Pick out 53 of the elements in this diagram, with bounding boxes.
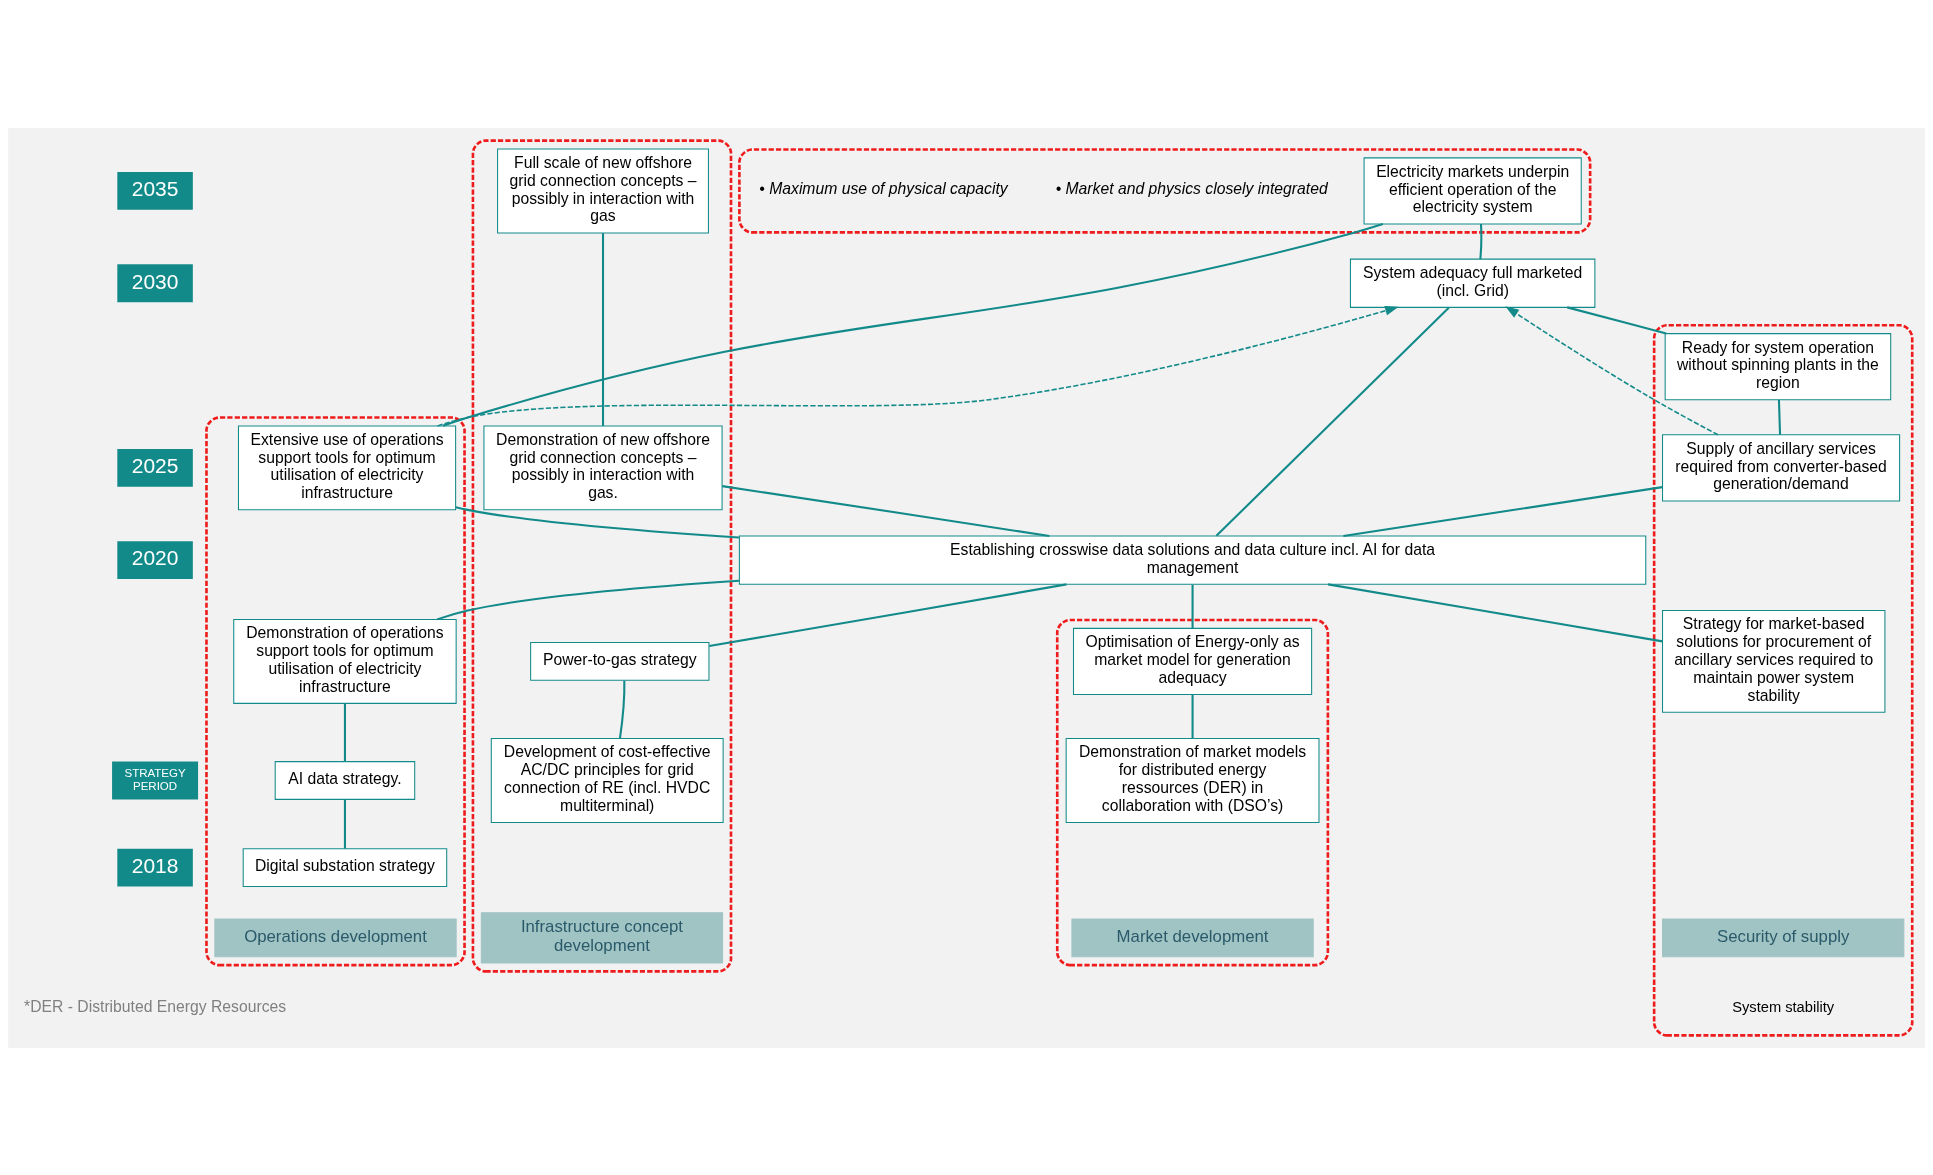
cluster xyxy=(1055,618,1330,966)
connector xyxy=(1343,485,1663,537)
connector xyxy=(709,582,1067,647)
node-box: Infrastructure concept development xyxy=(480,911,724,964)
connector xyxy=(1327,582,1663,642)
cluster xyxy=(1652,323,1914,1037)
label: 2025 xyxy=(131,453,179,477)
node-label: • Maximum use of physical capacity xyxy=(759,179,1008,197)
node-label: • Market and physics closely integrated xyxy=(1055,179,1328,197)
connector xyxy=(1777,399,1782,435)
node-box: Optimisation of Energy-only as market model for generation adequacy xyxy=(1072,627,1313,695)
connector xyxy=(1479,223,1483,259)
connector xyxy=(1566,305,1667,335)
node-box: Supply of ancillary services required from converter-based generation/demand xyxy=(1662,433,1901,501)
label: 2030 xyxy=(131,269,179,292)
node-box: Power-to-gas strategy xyxy=(530,641,710,681)
connector xyxy=(1191,584,1194,628)
arrow xyxy=(1505,305,1719,435)
connector xyxy=(1215,306,1450,537)
connector xyxy=(1191,694,1194,738)
node-box: Operations development xyxy=(214,917,457,957)
connector xyxy=(436,579,740,620)
node-box: Demonstration of new offshore grid connection concepts – possibly in interaction with gas. xyxy=(483,424,723,510)
node-box: Full scale of new offshore grid connection concepts – possibly in interaction with gas xyxy=(497,147,709,233)
label: 2018 xyxy=(131,853,179,877)
connector xyxy=(601,232,605,426)
label: 2035 xyxy=(131,176,179,200)
node-label: System stability xyxy=(1732,998,1835,1015)
node-box: Electricity markets underpin efficient operation of the electricity system xyxy=(1363,156,1582,224)
cluster xyxy=(205,415,466,966)
node-box: System adequacy full marketed (incl. Grid) xyxy=(1349,258,1596,308)
node-box: AI data strategy. xyxy=(274,760,416,800)
node-box: Ready for system operation without spinning plants in the region xyxy=(1664,332,1892,400)
connector xyxy=(343,799,346,849)
cluster xyxy=(738,147,1592,234)
label: STRATEGY PERIOD xyxy=(124,766,186,792)
connector xyxy=(442,222,1384,427)
node-box: Market development xyxy=(1071,917,1314,957)
node-box: Demonstration of market models for distributed energy ressources (DER) in collaboration with (DSO’s) xyxy=(1065,737,1320,823)
connector xyxy=(343,703,346,761)
node-box: Development of cost-effective AC/DC principles for grid connection of RE (incl. HVDC multiterminal) xyxy=(490,737,724,823)
arrow xyxy=(436,305,1399,427)
connector xyxy=(722,484,1050,537)
node-box: Demonstration of operations support tools for optimum utilisation of electricity infrastructure xyxy=(233,618,457,704)
node-box: Security of supply xyxy=(1662,917,1905,957)
connector xyxy=(618,680,626,738)
node-box: Strategy for market-based solutions for procurement of ancillary services required to maintain power system stability xyxy=(1662,609,1886,713)
node-box: Extensive use of operations support tools for optimum utilisation of electricity infrastructure xyxy=(237,424,457,510)
label: *DER - Distributed Energy Resources xyxy=(24,997,287,1015)
node-box: Establishing crosswise data solutions and data culture incl. AI for data management xyxy=(738,535,1647,585)
node-box: Digital substation strategy xyxy=(242,847,448,887)
cluster xyxy=(471,138,733,973)
label: 2020 xyxy=(131,545,179,569)
